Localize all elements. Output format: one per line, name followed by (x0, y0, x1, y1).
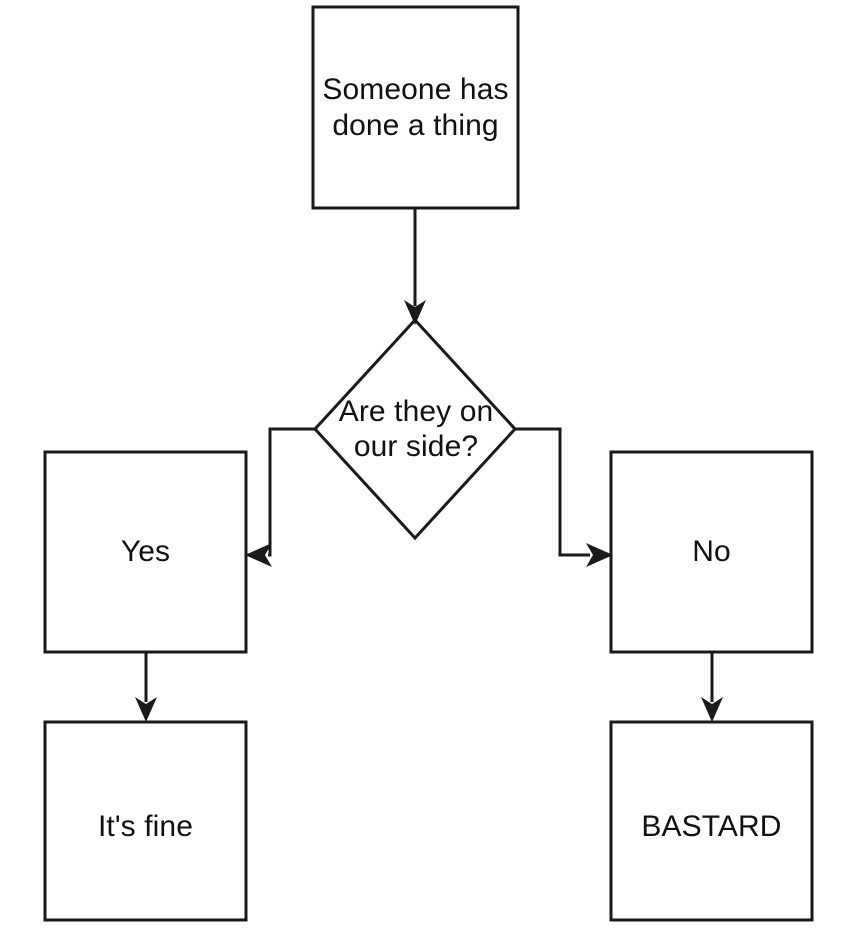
edge-decision-to-no-line (515, 427, 590, 557)
edge-decision-to-no-arrowhead (586, 543, 613, 567)
edge-decision-to-no (515, 427, 613, 567)
edge-yes-to-fine (135, 652, 157, 722)
edge-decision-to-yes-arrowhead (245, 543, 272, 567)
edge-decision-to-yes (245, 427, 315, 567)
edge-start-to-decision-arrowhead (404, 300, 426, 325)
edge-no-to-bastard-arrowhead (701, 697, 723, 722)
node-bastard-shape[interactable] (609, 720, 814, 922)
edge-yes-to-fine-arrowhead (135, 697, 157, 722)
node-decision-shape[interactable] (312, 317, 518, 541)
edge-start-to-decision (404, 208, 426, 325)
edge-decision-to-yes-line (268, 427, 315, 557)
node-yes-shape[interactable] (43, 450, 248, 654)
edge-no-to-bastard (701, 652, 723, 722)
node-fine-shape[interactable] (43, 720, 248, 922)
node-no-shape[interactable] (609, 450, 814, 654)
node-start-shape[interactable] (311, 5, 520, 210)
